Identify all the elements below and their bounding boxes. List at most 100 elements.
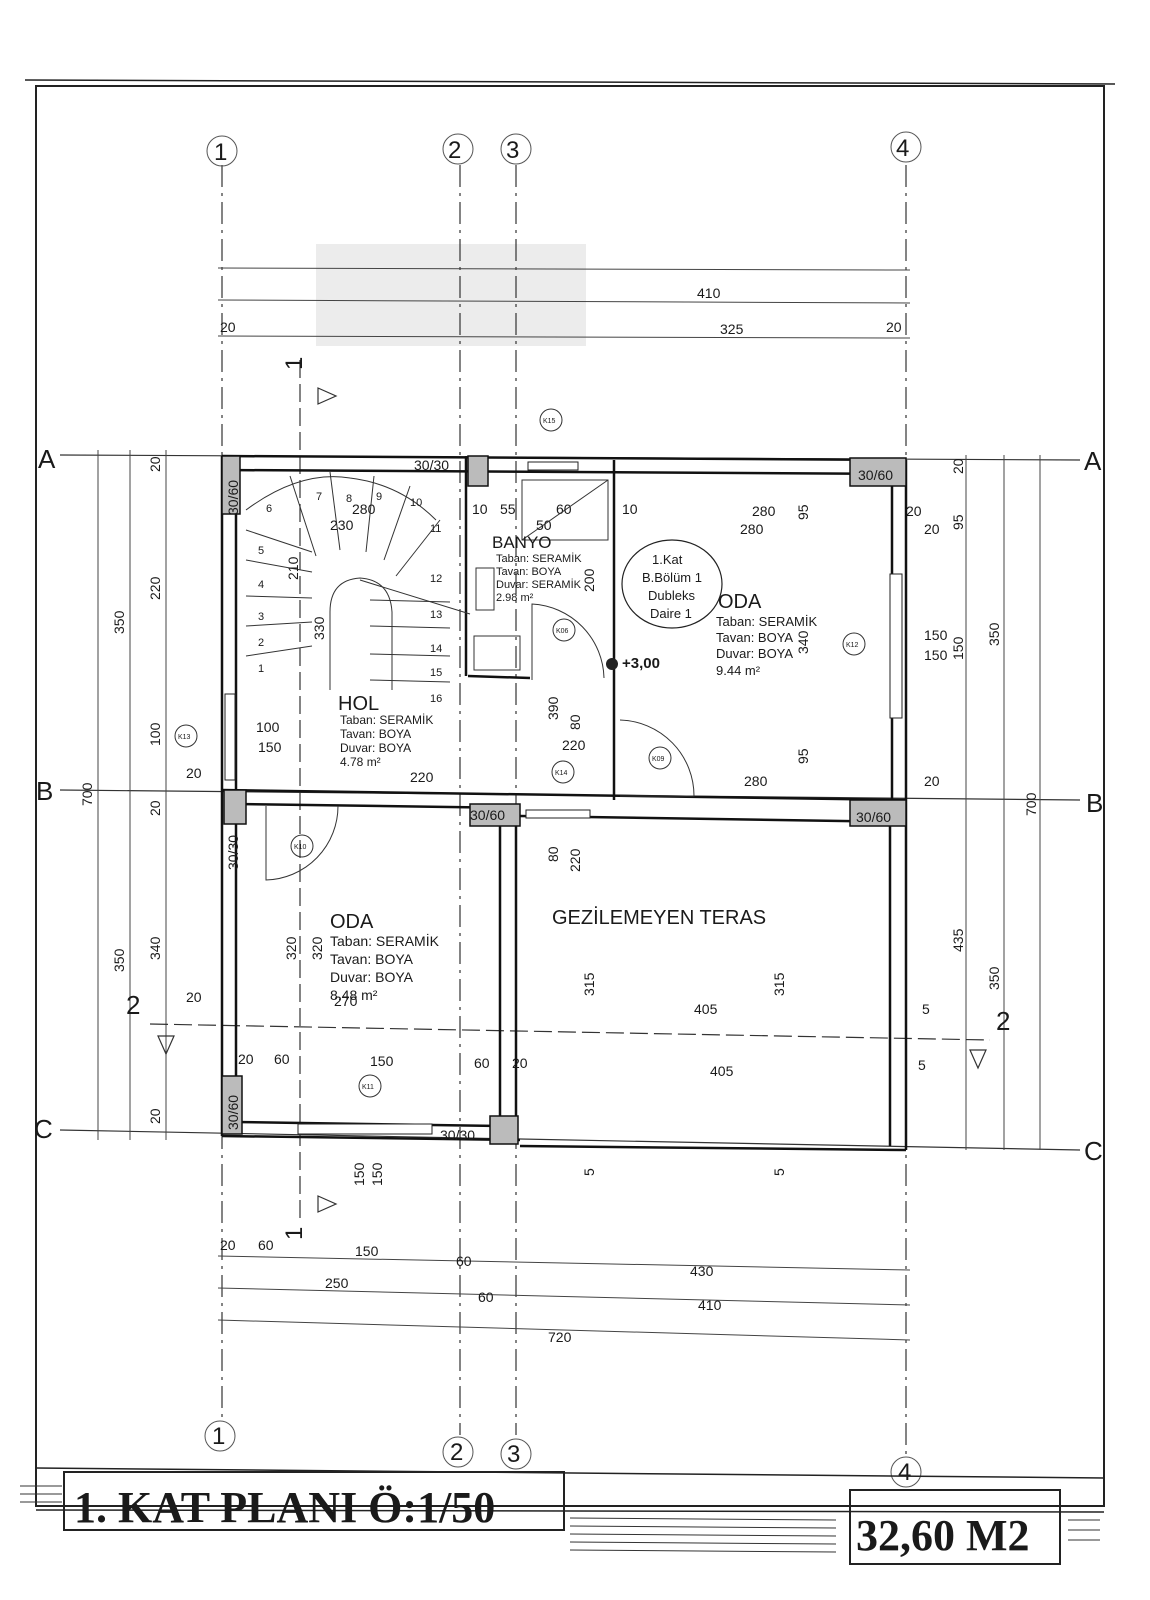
dim-bottom-150: 150: [355, 1243, 379, 1259]
redacted-area: [316, 244, 586, 346]
step-13: 13: [430, 609, 442, 621]
room-hol: HOL Taban: SERAMİK Tavan: BOYA Duvar: BO…: [338, 693, 433, 769]
step-5: 5: [258, 545, 264, 557]
axis-2-bottom: 2: [450, 1439, 463, 1466]
dim-teras-5d: 5: [771, 1168, 787, 1176]
dim-oda1-20c: 20: [924, 773, 940, 789]
door-tag-k15: K15: [543, 418, 556, 425]
room-oda-2: ODA Taban: SERAMİK Tavan: BOYA Duvar: BO…: [330, 911, 440, 1003]
dim-right-435: 435: [950, 928, 966, 952]
unit-tag-ellipse: [621, 539, 723, 629]
door-tag-k06: K06: [556, 628, 569, 635]
dim-oda1-340: 340: [795, 630, 811, 654]
top-dimension-lines: [217, 267, 911, 339]
step-8: 8: [346, 493, 352, 505]
room-hol-area: 4.78 m²: [340, 755, 381, 769]
dim-door-80a: 390: [545, 696, 561, 720]
elevation-marker-icon: [606, 658, 618, 670]
section-2-left-arrow: [157, 1035, 175, 1056]
step-4: 4: [258, 579, 264, 591]
dim-left-340: 340: [147, 936, 163, 960]
dim-left-220: 220: [147, 576, 163, 600]
unit-tag-line2: B.Bölüm 1: [642, 570, 702, 585]
dim-right-20: 20: [950, 458, 966, 474]
dim-oda1-280b: 280: [740, 521, 764, 537]
step-12: 12: [430, 573, 442, 585]
room-oda1-name: ODA: [718, 591, 762, 613]
dim-bot-60b: 60: [474, 1055, 490, 1071]
section-1-top: 1: [281, 357, 308, 370]
room-banyo-floor: Taban: SERAMİK: [496, 552, 582, 565]
axis-4-bottom: 4: [898, 1459, 911, 1486]
room-oda2-area: 8.48 m²: [330, 987, 378, 1003]
col-label-30-60-right: 30/60: [858, 467, 893, 483]
step-1: 1: [258, 663, 264, 675]
axis-C-left: C: [34, 1114, 53, 1144]
room-oda2-ceiling: Tavan: BOYA: [330, 951, 414, 967]
dim-right-700: 700: [1023, 792, 1039, 816]
door-tag-k14: K14: [555, 770, 568, 777]
col-label-30-60-b: 30/60: [856, 809, 891, 825]
dim-window-150a: 150: [924, 627, 948, 643]
axis-B-left: B: [36, 776, 53, 806]
title-block: 1. KAT PLANI Ö:1/50 32,60 M2: [20, 1467, 1105, 1565]
dim-oda1-20: 20: [906, 503, 922, 519]
sheet-top-line: [24, 79, 1116, 85]
dim-left-350a: 350: [111, 610, 127, 634]
step-7: 7: [316, 491, 322, 503]
section-2-right-arrow: [969, 1049, 987, 1070]
axis-C-right: C: [1084, 1136, 1103, 1166]
room-hol-floor: Taban: SERAMİK: [340, 713, 433, 727]
dim-left-20b: 20: [147, 800, 163, 816]
room-oda-1: ODA Taban: SERAMİK Tavan: BOYA Duvar: BO…: [716, 591, 817, 678]
room-hol-ceiling: Tavan: BOYA: [340, 727, 411, 741]
dim-right-350a: 350: [986, 622, 1002, 646]
dim-banyo-200: 200: [581, 568, 597, 592]
axis-1-bottom: 1: [212, 1423, 225, 1450]
toilet-fixture: [475, 567, 495, 611]
stair-step-numbers: 1 2 3 4 5 6 7 8 9 10 11 12 13 14 15 16: [258, 491, 442, 705]
axis-3-top: 3: [506, 137, 519, 164]
dim-hol-390: 220: [410, 769, 434, 785]
dim-top-325: 325: [720, 321, 744, 337]
dim-left-20c: 20: [147, 1108, 163, 1124]
section-2-right: 2: [996, 1006, 1010, 1036]
dim-oda1-95a: 95: [795, 504, 811, 520]
dim-oda1-280a: 280: [752, 503, 776, 519]
bathroom-fixtures: [473, 479, 609, 671]
dim-teras-315b: 315: [771, 972, 787, 996]
dim-teras-405b: 405: [710, 1063, 734, 1079]
axis-3-bottom: 3: [507, 1441, 520, 1468]
dim-stair-280: 280: [352, 501, 376, 517]
dim-stair-330: 330: [311, 616, 327, 640]
dim-right-95: 95: [950, 514, 966, 530]
step-15: 15: [430, 667, 442, 679]
room-oda2-floor: Taban: SERAMİK: [330, 932, 440, 949]
door-tag-k13: K13: [178, 734, 191, 741]
door-tag-circles: [174, 408, 866, 1098]
door-tags: K15 K06 K09 K14 K10 K11 K12 K13: [178, 418, 859, 1091]
col-label-30-60-mid: 30/60: [470, 807, 505, 823]
dim-teras-5b: 5: [918, 1057, 926, 1073]
door-tag-k10: K10: [294, 844, 307, 851]
room-oda1-floor: Taban: SERAMİK: [716, 614, 817, 629]
axis-2-top: 2: [448, 137, 461, 164]
axis-4-top: 4: [896, 135, 909, 162]
dim-bot-60a: 60: [274, 1051, 290, 1067]
sheet-border: [35, 85, 1105, 1507]
dim-win-150a: 150: [351, 1162, 367, 1186]
elevation-label: +3,00: [622, 655, 660, 672]
room-hol-name: HOL: [338, 693, 379, 715]
dim-oda1-280c: 280: [744, 773, 768, 789]
section-2-left: 2: [126, 990, 140, 1020]
dim-door-220b: 220: [567, 848, 583, 872]
dim-teras-315a: 315: [581, 972, 597, 996]
section-1-bottom: 1: [281, 1227, 308, 1240]
dim-oda2-20: 20: [186, 989, 202, 1005]
windows: [224, 461, 903, 1135]
room-banyo-area: 2.98 m²: [496, 592, 534, 604]
col-label-30-60-bottom: 30/60: [225, 1095, 241, 1130]
dim-bottom-20: 20: [220, 1237, 236, 1253]
walls: [220, 454, 908, 1152]
dim-left-100: 100: [147, 722, 163, 746]
